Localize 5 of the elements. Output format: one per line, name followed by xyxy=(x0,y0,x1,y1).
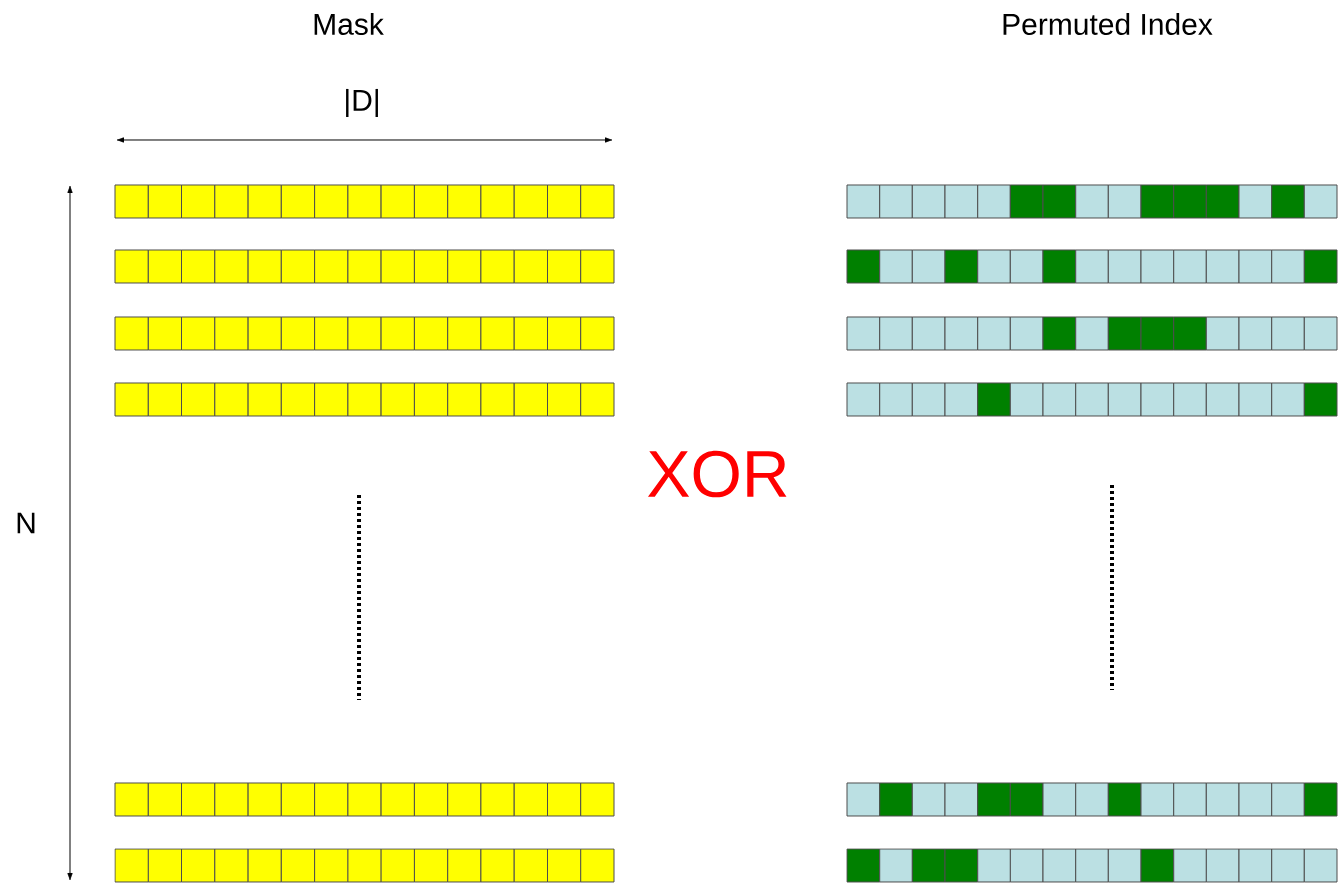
column-heading: Mask xyxy=(314,12,384,35)
dimension-label: N xyxy=(17,512,35,534)
dimension-label: |D| xyxy=(346,88,378,118)
operator-label: XOR xyxy=(648,450,787,498)
column-heading: Permuted Index xyxy=(1003,12,1213,35)
